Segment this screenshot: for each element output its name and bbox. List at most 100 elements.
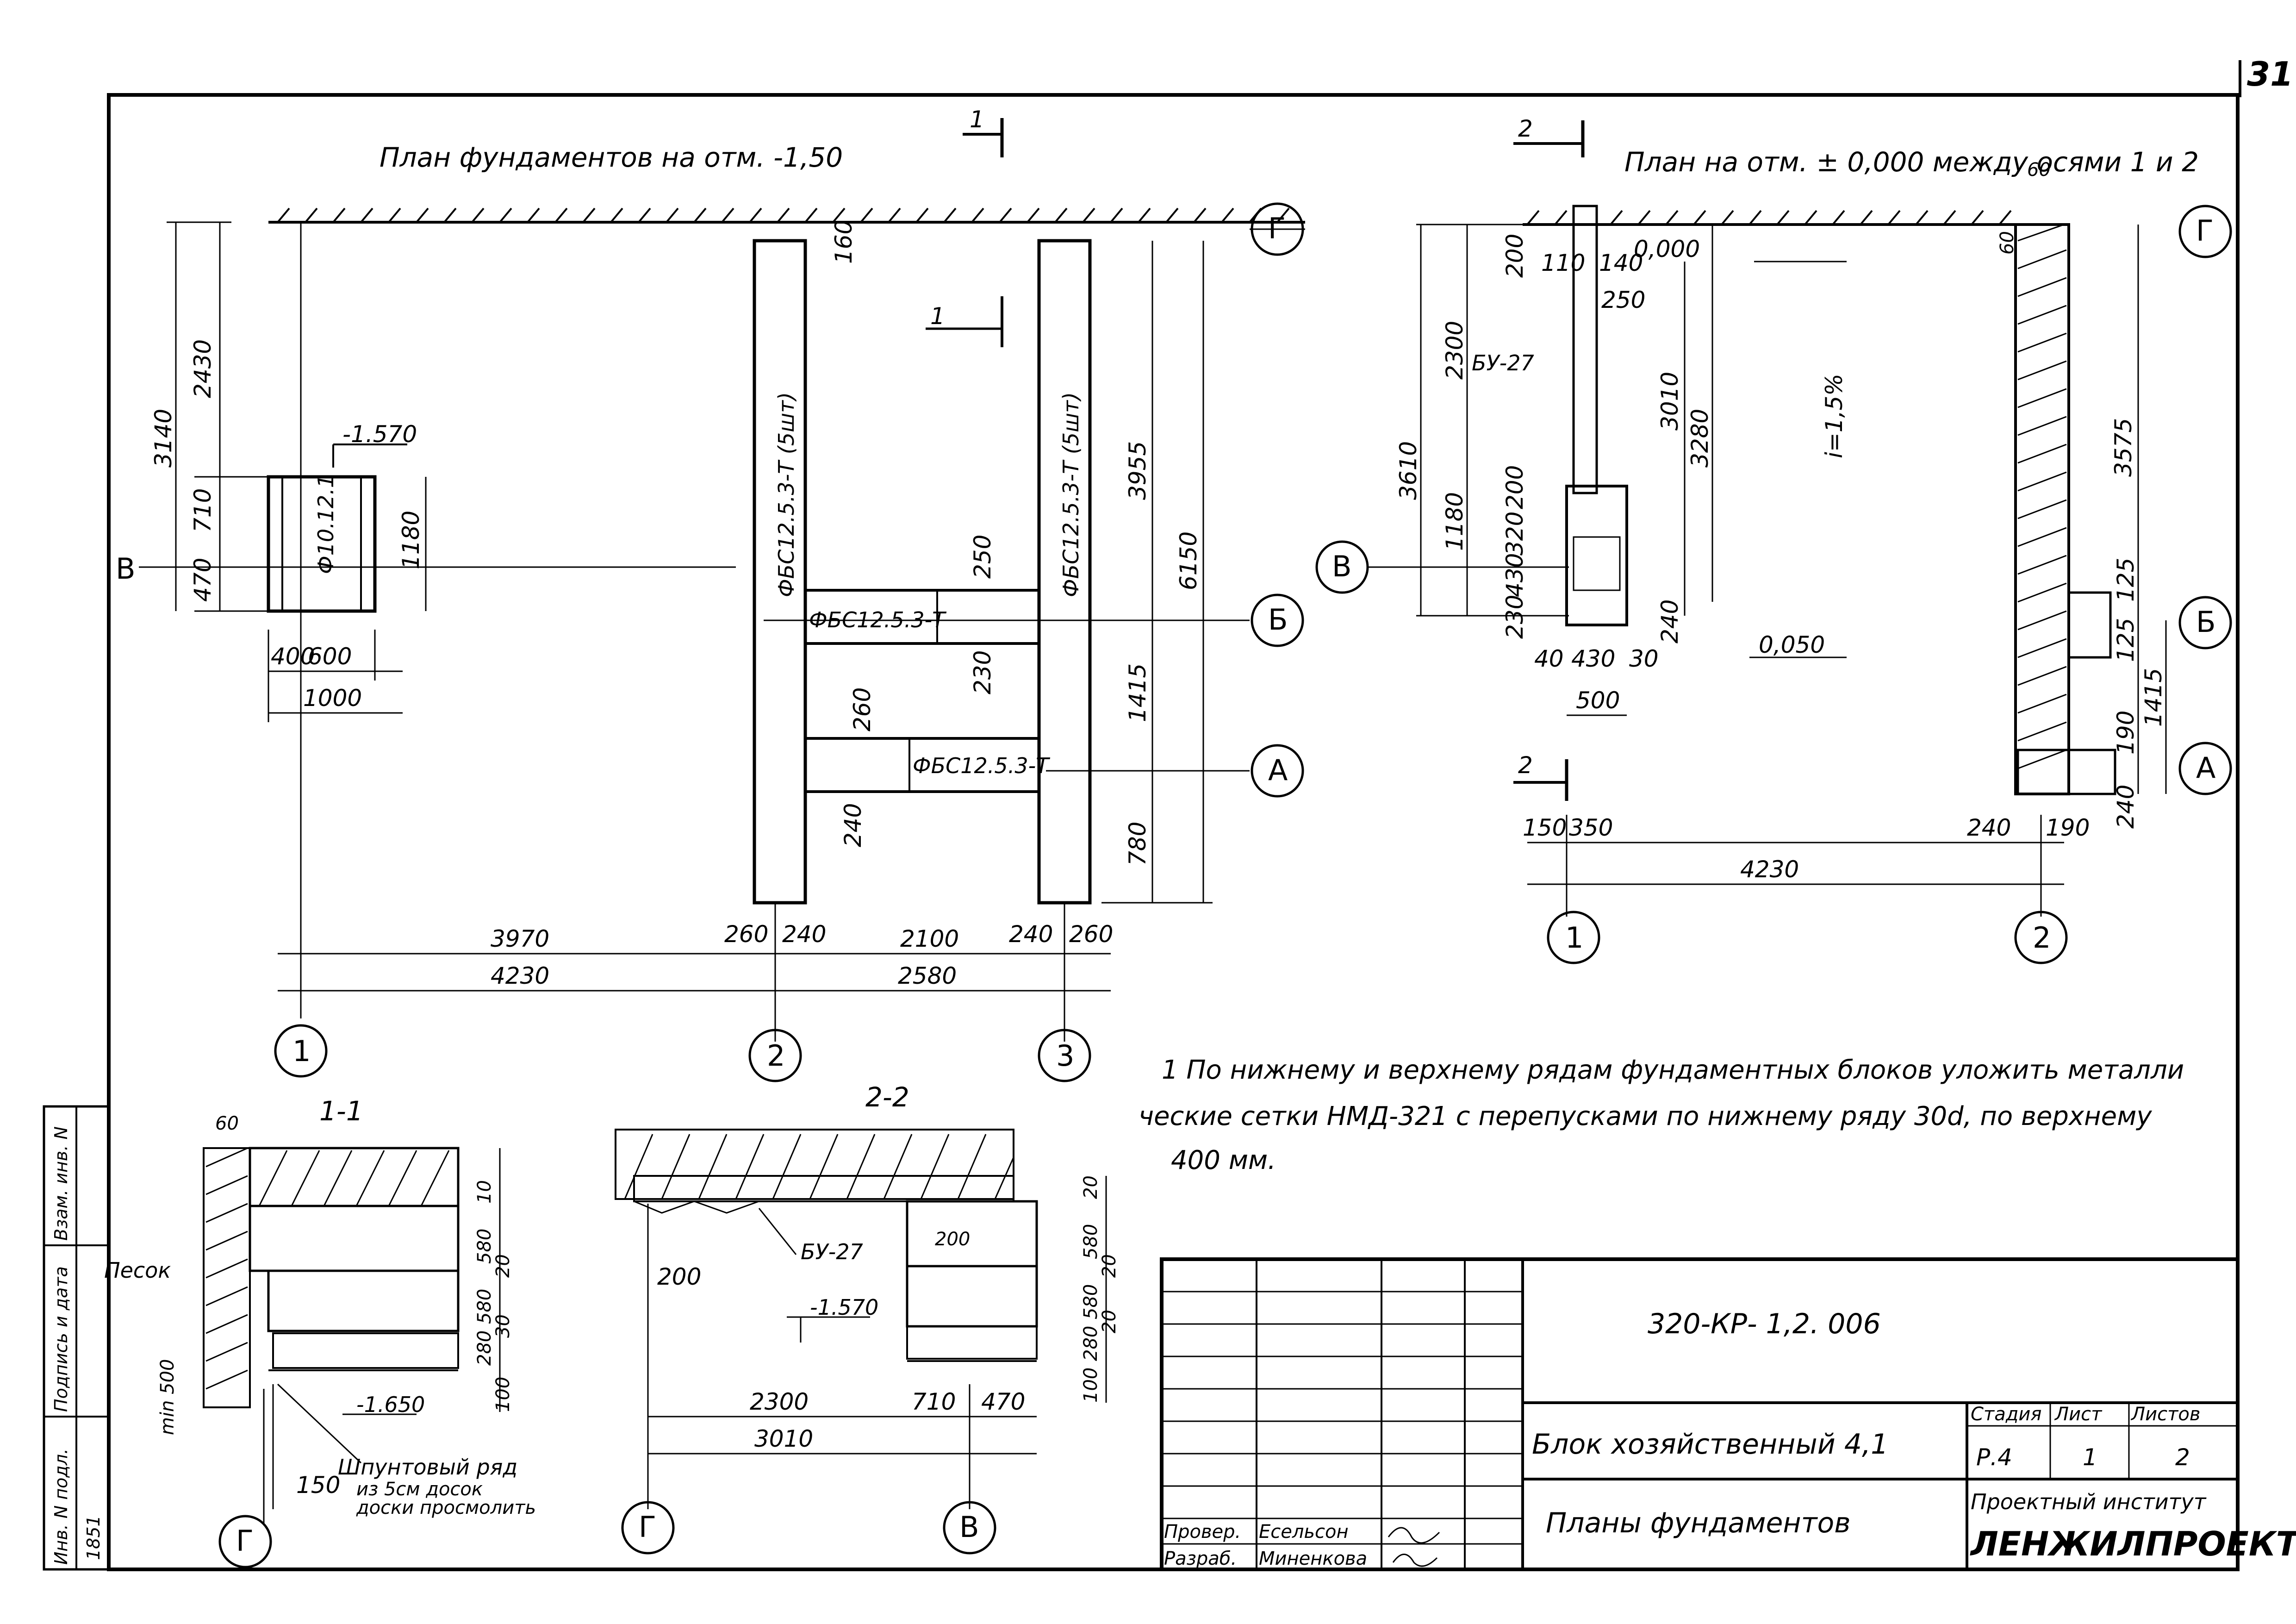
dim-60-b: 60 [1997, 231, 2018, 255]
axis-label-g: Г [1268, 212, 1286, 245]
dim-500: 500 [1576, 687, 1620, 714]
s2-dim-20-c: 20 [1099, 1310, 1120, 1333]
dim-240: 240 [840, 803, 866, 847]
s2-axis-g: Г [639, 1510, 656, 1544]
plan2-axis-b: Б [2196, 605, 2216, 639]
dim-6150: 6150 [1175, 531, 1202, 590]
pier-block-label: Ф10.12.1 [313, 475, 338, 574]
s2-dim-280: 280 [1080, 1326, 1101, 1361]
sand-label: Песок [104, 1258, 171, 1283]
s1-min: min 500 [157, 1359, 178, 1436]
note-line-2: ческие сетки НМД-321 с перепусками по ни… [1139, 1101, 2152, 1131]
dim-260: 260 [849, 687, 876, 731]
s2-dim-580-b: 580 [1080, 1284, 1101, 1319]
s2-dim-3010: 3010 [754, 1425, 813, 1452]
plan2-elev-mid: 0,050 [1759, 631, 1825, 658]
beam-label: БУ-27 [1472, 350, 1534, 375]
org-line-2: ЛЕНЖИЛПРОЕКТ [1970, 1524, 2296, 1563]
s1-dim-280: 280 [474, 1330, 495, 1366]
dim-3280: 3280 [1686, 409, 1713, 468]
plan2-cut-mark-2: 2 [1518, 752, 1533, 779]
foundation-plan: План фундаментов на отм. -1,50 1 Ф10.12.… [116, 106, 1305, 1082]
dim-4230-p2: 4230 [1740, 856, 1799, 883]
block-row-label-a: ФБС12.5.3-Т [913, 753, 1051, 778]
sheet-value: 1 [2083, 1444, 2097, 1471]
plan1-cut-mark: 1 [970, 106, 984, 133]
signature-mark [1388, 1527, 1440, 1567]
dim-240-b-p2: 240 [1967, 814, 2011, 841]
title-block: 320-КР- 1,2. 006 Блок хозяйственный 4,1 … [1160, 1257, 2296, 1571]
dim-190-b: 190 [2112, 711, 2139, 755]
dim-30: 30 [1629, 645, 1659, 672]
dim-110: 110 [1541, 250, 1585, 276]
dim-1000: 1000 [303, 685, 362, 712]
dim-40: 40 [1534, 645, 1564, 672]
s1-dim-580-a: 580 [474, 1229, 495, 1264]
axis-label-1: 1 [292, 1034, 311, 1068]
stage-value: Р.4 [1976, 1444, 2012, 1471]
dim-160: 160 [830, 220, 857, 264]
dim-600: 600 [308, 643, 352, 670]
pier-elevation: -1.570 [342, 421, 417, 448]
role-developed: Разраб. [1164, 1548, 1237, 1569]
s2-elevation: -1.570 [810, 1295, 878, 1320]
axis-label-3: 3 [1056, 1039, 1074, 1073]
dim-240-a: 240 [782, 921, 826, 948]
plan2-cut-mark: 2 [1518, 115, 1533, 142]
dim-430: 430 [1501, 553, 1528, 597]
side-stamp-signature: Подпись и дата [51, 1266, 71, 1412]
dim-3970: 3970 [491, 925, 549, 952]
s2-beam-label: БУ-27 [801, 1239, 863, 1264]
dim-2430: 2430 [189, 339, 216, 398]
s2-dim-200: 200 [657, 1263, 701, 1290]
axis-label-v: В [116, 552, 136, 586]
dim-60-a: 60 [2027, 159, 2051, 181]
s2-dim-100: 100 [1080, 1368, 1101, 1403]
dim-1180-p2: 1180 [1441, 492, 1468, 551]
plan2-axis-g: Г [2196, 214, 2214, 248]
dim-430-b: 430 [1571, 645, 1615, 672]
org-line-1: Проектный институт [1971, 1489, 2207, 1514]
section-1-1: 1-1 Песок 60 10 580 20 580 30 280 100 -1… [104, 1095, 536, 1568]
s1-dim-150: 150 [296, 1472, 340, 1499]
sheet-title: Планы фундаментов [1546, 1507, 1851, 1539]
sheet-number: 31 [2247, 55, 2293, 94]
plan2-axis-1: 1 [1565, 921, 1583, 955]
role-checked: Провер. [1164, 1521, 1241, 1543]
dim-125-b: 125 [2112, 618, 2139, 662]
dim-260-b: 260 [1069, 921, 1113, 948]
dim-1415: 1415 [1124, 663, 1151, 722]
side-stamp: Взам. инв. N Подпись и дата Инв. N подл.… [43, 1105, 110, 1571]
dim-240-p2: 240 [1656, 600, 1683, 643]
dim-200-b: 200 [1501, 465, 1528, 509]
dim-710: 710 [189, 488, 216, 532]
s1-dim-20: 20 [492, 1254, 514, 1278]
plan1-cut-mark-2: 1 [930, 303, 945, 330]
dim-3140: 3140 [150, 409, 177, 468]
dim-230: 230 [1501, 595, 1528, 639]
plan2-elev-top: 0,000 [1634, 236, 1700, 262]
dim-150: 150 [1523, 814, 1567, 841]
section1-title: 1-1 [319, 1095, 363, 1127]
s2-dim-200-b: 200 [935, 1229, 970, 1250]
sheets-value: 2 [2175, 1444, 2190, 1471]
s1-dim-60: 60 [215, 1113, 239, 1134]
s1-dim-580-b: 580 [474, 1289, 495, 1324]
plan2-axis-a: А [2196, 751, 2215, 785]
dim-200: 200 [1501, 234, 1528, 278]
dim-1180: 1180 [398, 511, 424, 569]
s1-axis-g: Г [236, 1524, 254, 1558]
general-note: 1 По нижнему и верхнему рядам фундаментн… [1139, 1055, 2184, 1175]
dim-2100: 2100 [900, 925, 959, 952]
dim-3610: 3610 [1395, 441, 1422, 500]
axis-label-2: 2 [767, 1039, 785, 1073]
sheet-frame [107, 93, 2240, 1571]
dim-260-a: 260 [724, 921, 768, 948]
s1-dim-100: 100 [492, 1377, 514, 1412]
name-checked: Есельсон [1259, 1521, 1349, 1543]
dim-320: 320 [1501, 512, 1528, 556]
s2-dim-470: 470 [981, 1388, 1025, 1415]
floor-plan: План на отм. ± 0,000 между осями 1 и 2 2… [1315, 115, 2232, 964]
section-2-2: 2-2 БУ-27 200 200 20 580 20 580 280 20 1… [615, 1081, 1120, 1555]
